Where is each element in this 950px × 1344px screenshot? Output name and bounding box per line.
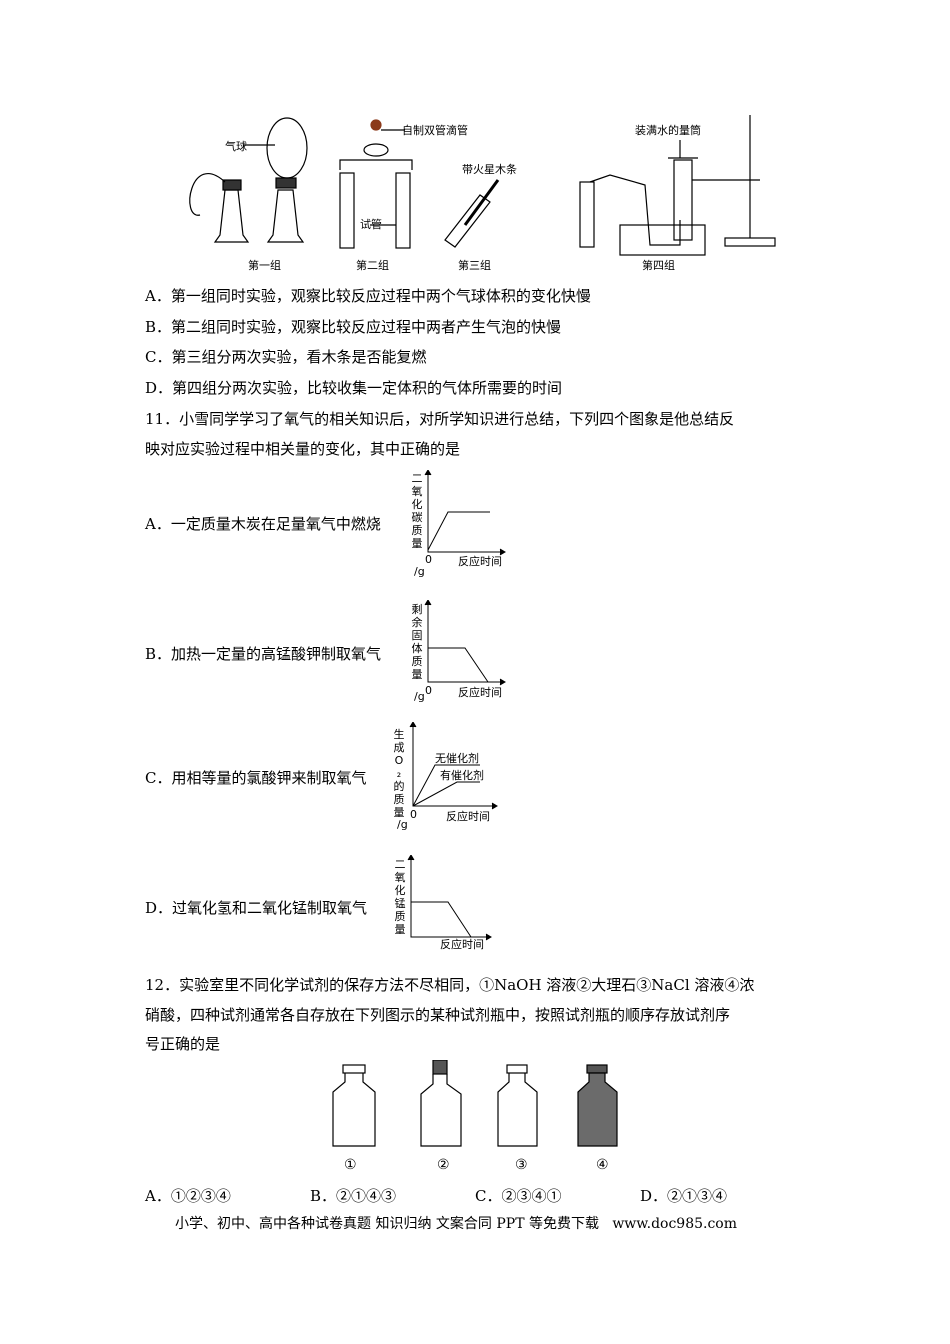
graph-c: [409, 722, 498, 810]
bottle-1-label: ①: [344, 1157, 357, 1173]
graph-a-curve: [427, 511, 490, 551]
q11-stem-line1: 11．小雪同学学习了氧气的相关知识后，对所学知识进行总结，下列四个图象是他总结反: [145, 410, 735, 428]
graph-a-origin: 0: [425, 553, 432, 566]
cylinder-label: 装满水的量筒: [635, 123, 701, 137]
tube-label: 试管: [360, 217, 382, 231]
graph-d-curve: [411, 901, 472, 938]
q11-option-a: A．一定质量木炭在足量氧气中燃烧: [145, 515, 381, 533]
q12-stem-line1: 12．实验室里不同化学试剂的保存方法不尽相同，①NaOH 溶液②大理石③NaCl…: [145, 976, 755, 994]
bottle-2-label: ②: [437, 1157, 450, 1173]
graph-c-curve-catalyst: [412, 781, 480, 807]
q10-option-c: C．第三组分两次实验，看木条是否能复燃: [145, 348, 427, 366]
group-1-label: 第一组: [248, 258, 281, 272]
q12-option-d: D．②①③④: [640, 1187, 728, 1205]
graph-a-ylabel: 二氧化碳质量: [411, 472, 423, 550]
graph-d-xlabel: 反应时间: [440, 938, 484, 951]
q10-option-d: D．第四组分两次实验，比较收集一定体积的气体所需要的时间: [145, 379, 563, 397]
experiment-apparatus-figure: 气球 自制双管滴管 试管 带火星木条 装满水的量筒 第一组 第二组 第三组 第四…: [189, 115, 776, 272]
graph-a: [424, 470, 506, 556]
graph-d: [407, 855, 492, 941]
graph-c-unit: /g: [397, 818, 408, 831]
graph-c-curve-no-catalyst: [412, 764, 480, 807]
graph-b-curve: [428, 647, 489, 683]
reagent-bottles-figure: [332, 1060, 618, 1147]
q12-stem-line3: 号正确的是: [145, 1035, 221, 1053]
graph-c-origin: 0: [410, 808, 417, 821]
q11-stem-line2: 映对应实验过程中相关量的变化，其中正确的是: [145, 440, 461, 458]
q12-option-c: C．②③④①: [475, 1187, 562, 1205]
graph-c-ylabel: 生成O₂的质量: [393, 728, 405, 819]
graph-c-line2: 有催化剂: [440, 769, 484, 782]
graph-a-unit: /g: [414, 565, 425, 578]
q10-option-a: A．第一组同时实验，观察比较反应过程中两个气球体积的变化快慢: [145, 287, 591, 305]
footer: 小学、初中、高中各种试卷真题 知识归纳 文案合同 PPT 等免费下载 www.d…: [175, 1216, 738, 1232]
q10-option-b: B．第二组同时实验，观察比较反应过程中两者产生气泡的快慢: [145, 318, 562, 336]
q12-stem-line2: 硝酸，四种试剂通常各自存放在下列图示的某种试剂瓶中，按照试剂瓶的顺序存放试剂序: [145, 1006, 731, 1024]
splint-label: 带火星木条: [462, 162, 517, 176]
q11-option-b: B．加热一定量的高锰酸钾制取氧气: [145, 645, 382, 663]
bottle-3-label: ③: [515, 1157, 528, 1173]
q12-option-a: A．①②③④: [145, 1187, 231, 1205]
graph-c-line1: 无催化剂: [435, 752, 479, 765]
group-4-label: 第四组: [642, 258, 675, 272]
group-3-label: 第三组: [458, 258, 491, 272]
bottle-1: [332, 1064, 376, 1147]
q11-option-c: C．用相等量的氯酸钾来制取氧气: [145, 769, 367, 787]
graph-b: [424, 600, 506, 686]
graph-b-unit: /g: [414, 690, 425, 703]
graph-b-ylabel: 剩余固体质量: [411, 603, 423, 681]
bottle-4-label: ④: [596, 1157, 609, 1173]
bottle-2: [420, 1060, 462, 1147]
graph-d-ylabel: 二氧化锰质量: [394, 858, 406, 936]
graph-a-xlabel: 反应时间: [458, 555, 502, 568]
q11-option-d: D．过氧化氢和二氧化锰制取氧气: [145, 899, 368, 917]
graph-b-xlabel: 反应时间: [458, 686, 502, 699]
graph-c-xlabel: 反应时间: [446, 810, 490, 823]
bottle-3: [497, 1064, 538, 1147]
group-2-label: 第二组: [356, 258, 389, 272]
bottle-4: [577, 1064, 618, 1147]
balloon-label: 气球: [225, 139, 247, 153]
graph-b-origin: 0: [425, 684, 432, 697]
q12-option-b: B．②①④③: [310, 1187, 397, 1205]
dropper-label: 自制双管滴管: [402, 123, 468, 137]
